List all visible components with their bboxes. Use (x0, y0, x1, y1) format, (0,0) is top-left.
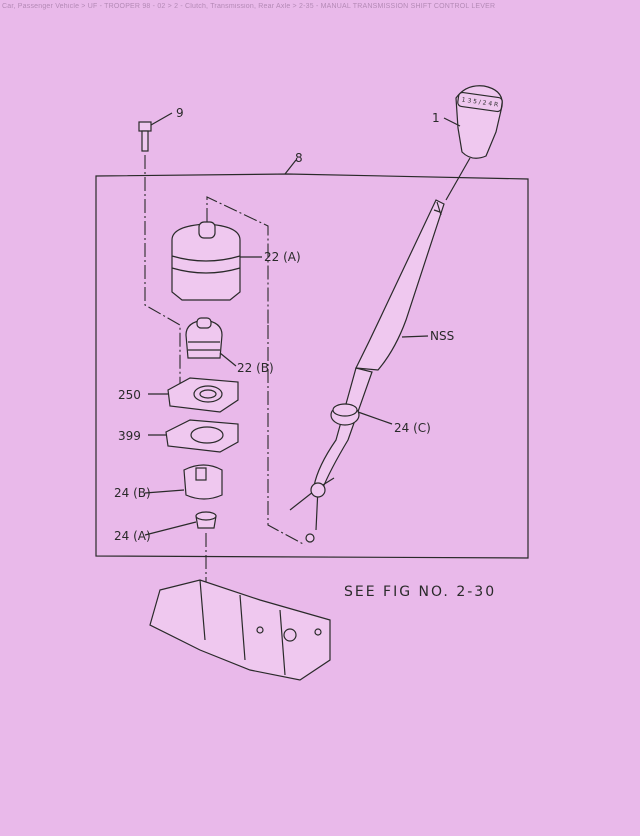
callout-1: 1 (432, 111, 440, 125)
callout-9: 9 (176, 106, 184, 120)
breadcrumb: Car, Passenger Vehicle > UF - TROOPER 98… (2, 3, 496, 10)
transmission-housing-part (149, 579, 331, 681)
see-figure-reference: SEE FIG NO. 2-30 (344, 584, 496, 600)
boot-22b-part (185, 317, 237, 367)
bolt-part (138, 112, 181, 392)
shift-lever-part (267, 199, 445, 546)
callout-399: 399 (118, 429, 141, 443)
callout-nss: NSS (430, 329, 454, 343)
bushing-24a-part (144, 511, 281, 620)
boot-22a-part (171, 196, 269, 325)
callout-24b: 24 (B) (114, 486, 151, 500)
callout-22b: 22 (B) (237, 361, 274, 375)
shift-knob-part: 1 3 5 / 2 4 R (443, 85, 503, 201)
plate-250-part (148, 377, 239, 413)
callout-24a: 24 (A) (114, 529, 151, 543)
assembly-frame (95, 173, 529, 559)
callout-8: 8 (295, 151, 303, 165)
callout-24c: 24 (C) (394, 421, 431, 435)
callout-250: 250 (118, 388, 141, 402)
gasket-399-part (148, 419, 239, 453)
bushing-24b-part (144, 464, 223, 500)
callout-22a: 22 (A) (264, 250, 301, 264)
